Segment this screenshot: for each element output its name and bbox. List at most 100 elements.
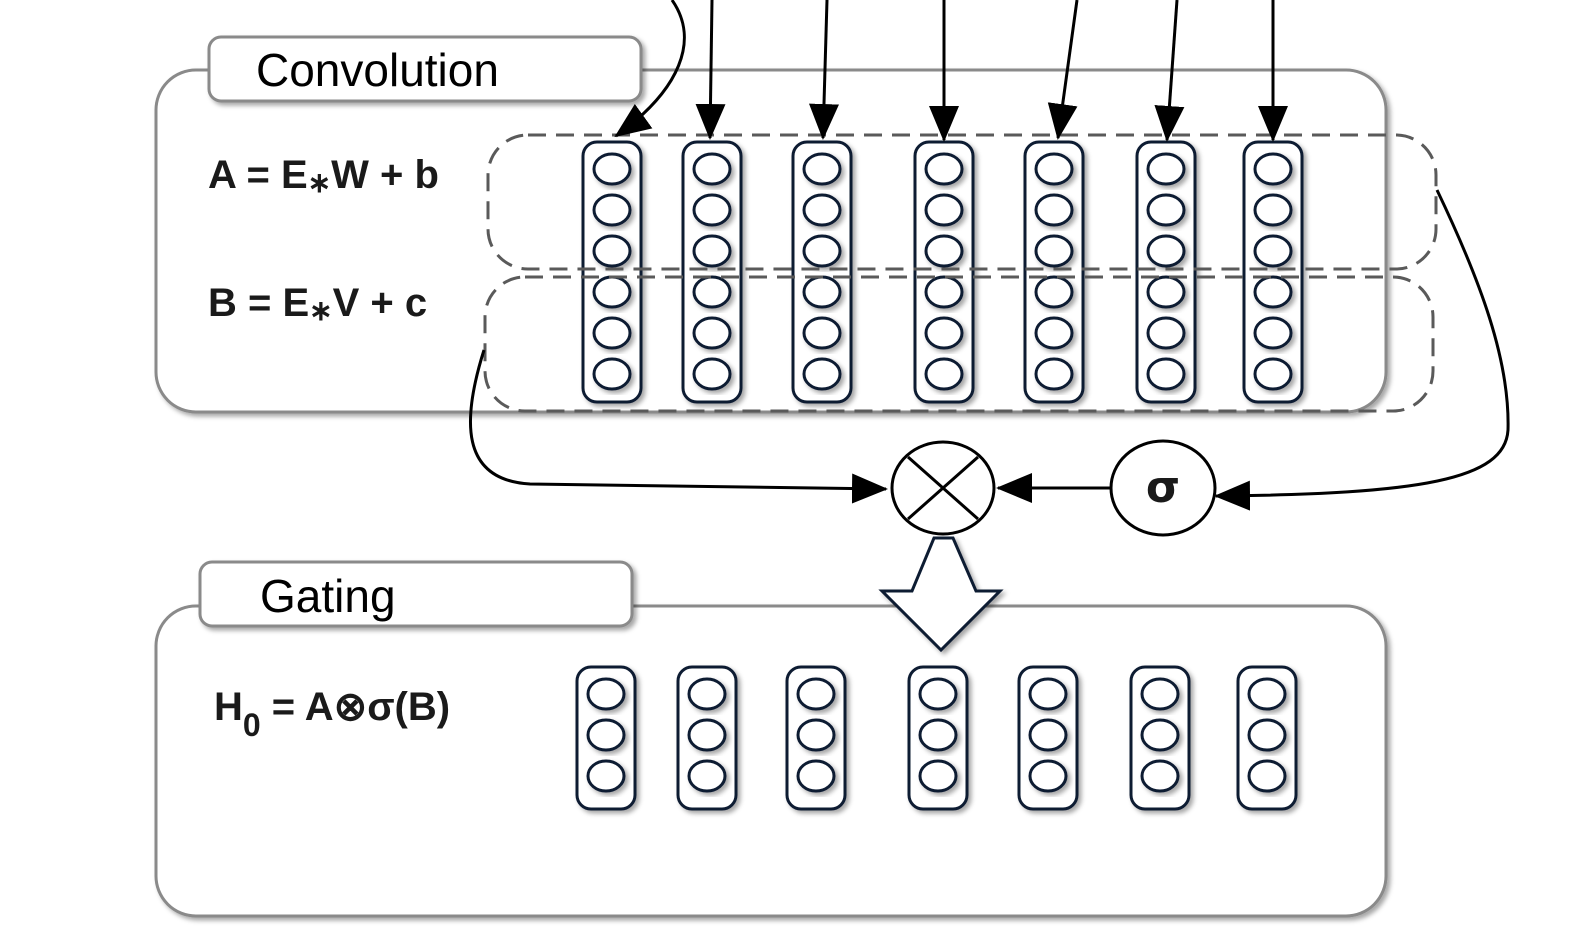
conv-neuron	[1146, 234, 1186, 268]
convolution-label-box	[207, 35, 643, 103]
equation-b: B = E∗V + c	[208, 281, 427, 326]
a-to-sigmoid-arrow	[1214, 189, 1510, 511]
output-down-arrow	[878, 536, 1004, 653]
gate-column-6	[1129, 665, 1191, 811]
gate-neuron	[687, 759, 727, 793]
conv-neuron	[692, 193, 732, 227]
gate-neuron	[1028, 718, 1068, 752]
equation-h: H0 = A⊗σ(B)	[214, 685, 450, 743]
conv-neuron	[1253, 275, 1293, 309]
conv-neuron	[802, 234, 842, 268]
b-to-multiply-arrow	[469, 349, 888, 504]
sigmoid-operator: σ	[1109, 439, 1217, 537]
conv-neuron	[1253, 193, 1293, 227]
input-arrows	[614, 0, 1288, 142]
conv-neuron	[802, 357, 842, 391]
conv-neuron	[692, 275, 732, 309]
conv-neuron	[1253, 152, 1293, 186]
equation-h-subscript: 0	[243, 707, 261, 743]
conv-neuron	[1253, 357, 1293, 391]
sigmoid-symbol: σ	[1146, 462, 1180, 513]
gate-neuron	[1140, 718, 1180, 752]
gate-column-4	[907, 665, 969, 811]
gating-columns	[575, 665, 1298, 811]
conv-neuron	[692, 234, 732, 268]
conv-column-3	[791, 140, 853, 404]
conv-neuron	[1146, 275, 1186, 309]
gate-neuron	[796, 677, 836, 711]
equation-a-rhs: W + b	[331, 153, 439, 197]
gate-neuron	[1247, 759, 1287, 793]
conv-neuron	[1146, 316, 1186, 350]
conv-column-1	[581, 140, 643, 404]
equation-b-lhs: B = E	[208, 281, 309, 325]
conv-neuron	[692, 316, 732, 350]
gating-label: Gating	[260, 570, 396, 622]
group-b-dashed-box	[483, 275, 1435, 413]
conv-neuron	[924, 357, 964, 391]
conv-neuron	[592, 152, 632, 186]
conv-neuron	[1034, 193, 1074, 227]
equation-b-op: ∗	[309, 295, 332, 326]
conv-neuron	[692, 152, 732, 186]
gate-neuron	[918, 718, 958, 752]
gate-column-2	[676, 665, 738, 811]
gate-neuron	[1028, 677, 1068, 711]
multiply-operator	[890, 440, 996, 536]
conv-neuron	[802, 152, 842, 186]
gate-neuron	[586, 759, 626, 793]
conv-neuron	[802, 316, 842, 350]
gate-column-1	[575, 665, 637, 811]
conv-neuron	[1034, 357, 1074, 391]
equation-a-lhs: A = E	[208, 153, 308, 197]
conv-neuron	[1253, 316, 1293, 350]
conv-neuron	[924, 316, 964, 350]
conv-neuron	[1146, 152, 1186, 186]
gate-neuron	[586, 677, 626, 711]
conv-neuron	[592, 234, 632, 268]
conv-neuron	[1146, 193, 1186, 227]
conv-neuron	[802, 193, 842, 227]
input-arrow-5	[1047, 0, 1079, 140]
gate-neuron	[1028, 759, 1068, 793]
gate-neuron	[918, 677, 958, 711]
gate-neuron	[1247, 718, 1287, 752]
conv-neuron	[924, 193, 964, 227]
conv-column-6	[1135, 140, 1197, 404]
conv-column-4	[913, 140, 975, 404]
gating-panel: Gating H0 = A⊗σ(B)	[154, 560, 1388, 918]
gate-neuron	[586, 718, 626, 752]
gate-neuron	[796, 759, 836, 793]
gate-neuron	[918, 759, 958, 793]
sigmoid-circle	[1109, 439, 1217, 537]
input-arrow-6	[1154, 0, 1185, 142]
equation-a: A = E∗W + b	[208, 153, 439, 198]
conv-column-7	[1242, 140, 1304, 404]
gating-panel-border	[154, 604, 1388, 918]
conv-neuron	[592, 275, 632, 309]
equation-b-rhs: V + c	[333, 281, 428, 325]
convolution-label: Convolution	[256, 44, 499, 96]
conv-neuron	[1034, 152, 1074, 186]
gate-neuron	[687, 677, 727, 711]
gate-neuron	[687, 718, 727, 752]
equation-h-rhs: = A⊗σ(B)	[261, 685, 450, 729]
group-a-dashed-box	[486, 133, 1438, 271]
gate-column-3	[785, 665, 847, 811]
conv-neuron	[1146, 357, 1186, 391]
multiply-cross-line-2	[907, 455, 979, 521]
conv-neuron	[924, 152, 964, 186]
gate-column-5	[1017, 665, 1079, 811]
convolution-panel: Convolution A = E∗W + b B = E∗V + c	[154, 35, 1438, 414]
gate-column-7	[1236, 665, 1298, 811]
equation-a-op: ∗	[308, 167, 331, 198]
equation-h-lhs: H	[214, 685, 243, 729]
conv-column-2	[681, 140, 743, 404]
conv-neuron	[802, 275, 842, 309]
conv-neuron	[1253, 234, 1293, 268]
gate-neuron	[1140, 759, 1180, 793]
gate-neuron	[796, 718, 836, 752]
input-arrow-2	[695, 0, 726, 140]
gate-neuron	[1140, 677, 1180, 711]
